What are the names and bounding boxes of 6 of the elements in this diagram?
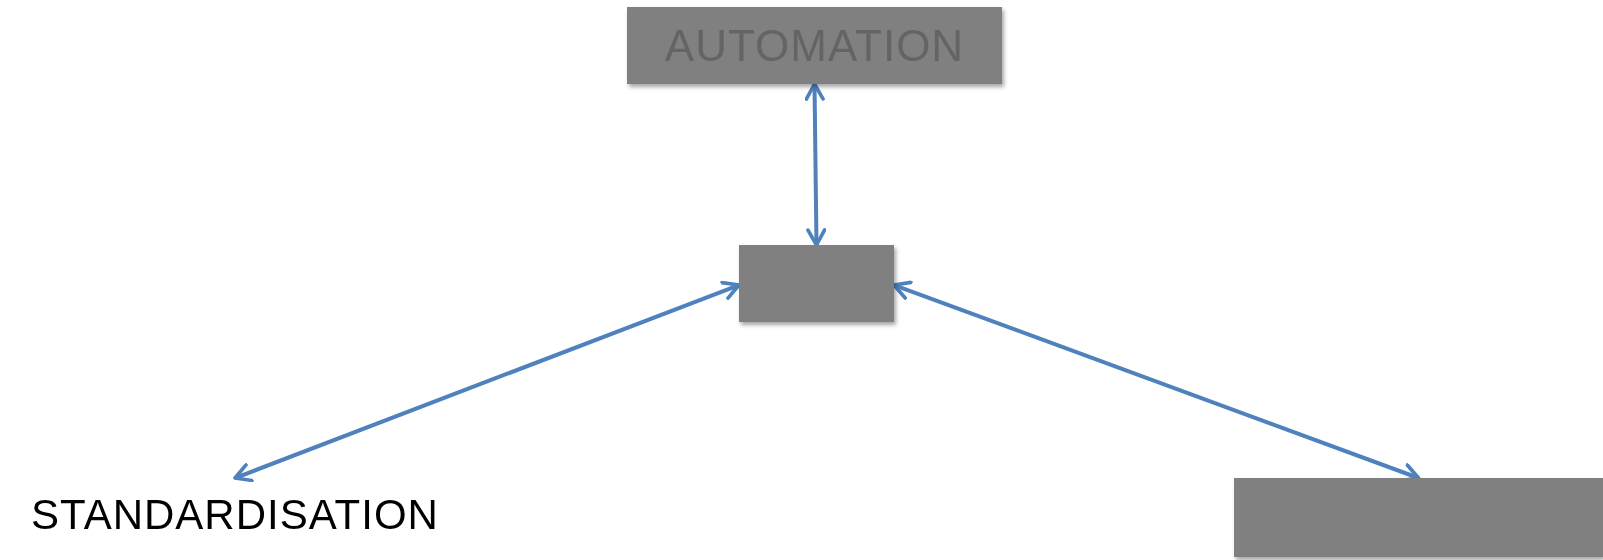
process-box (1234, 478, 1603, 557)
node-label: STANDARDISATION (31, 491, 439, 539)
process-box (739, 245, 894, 322)
process-box (627, 7, 1002, 84)
double-headed-arrow (804, 82, 827, 247)
double-headed-arrow (233, 280, 741, 483)
